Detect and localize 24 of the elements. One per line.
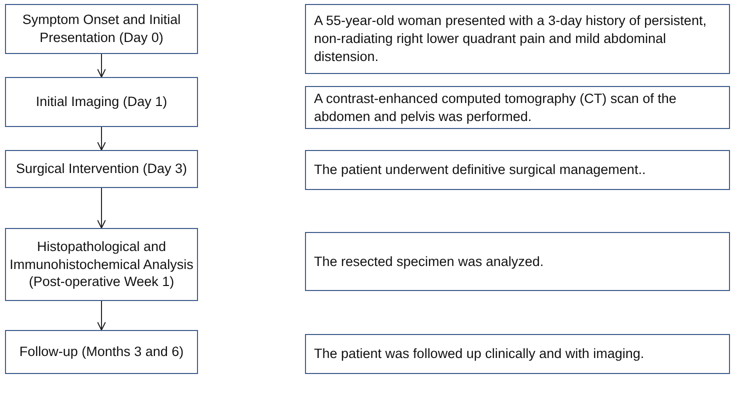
arrow xyxy=(96,188,106,229)
box-text: A 55-year-old woman presented with a 3-day history of persistent, non-radiating right lower quadrant pain and mild abdominal distension. xyxy=(314,12,708,66)
process-box xyxy=(5,150,198,188)
box-text: Follow-up (Months 3 and 6) xyxy=(19,343,184,361)
process-box xyxy=(305,4,730,74)
box-text: Histopathological and Immunohistochemical Analysis (Post-operative Week 1) xyxy=(9,238,194,292)
process-box xyxy=(5,4,198,54)
process-box xyxy=(5,228,198,301)
process-box xyxy=(305,232,730,291)
process-box xyxy=(305,150,730,190)
arrow xyxy=(96,300,106,331)
box-text: A contrast-enhanced computed tomography (CT) scan of the abdomen and pelvis was performed. xyxy=(314,90,678,126)
box-text: Symptom Onset and Initial Presentation (Day 0) xyxy=(21,11,182,47)
box-text: Initial Imaging (Day 1) xyxy=(36,93,168,111)
arrow xyxy=(96,54,106,78)
process-box xyxy=(305,334,730,374)
process-box xyxy=(5,330,198,374)
box-text: The patient was followed up clinically and with imaging. xyxy=(314,345,644,363)
arrow xyxy=(96,126,106,151)
process-box xyxy=(5,77,198,127)
process-box xyxy=(305,86,730,129)
box-text: Surgical Intervention (Day 3) xyxy=(16,160,188,178)
box-text: The patient underwent definitive surgical management.. xyxy=(314,161,646,179)
box-text: The resected specimen was analyzed. xyxy=(314,252,544,270)
